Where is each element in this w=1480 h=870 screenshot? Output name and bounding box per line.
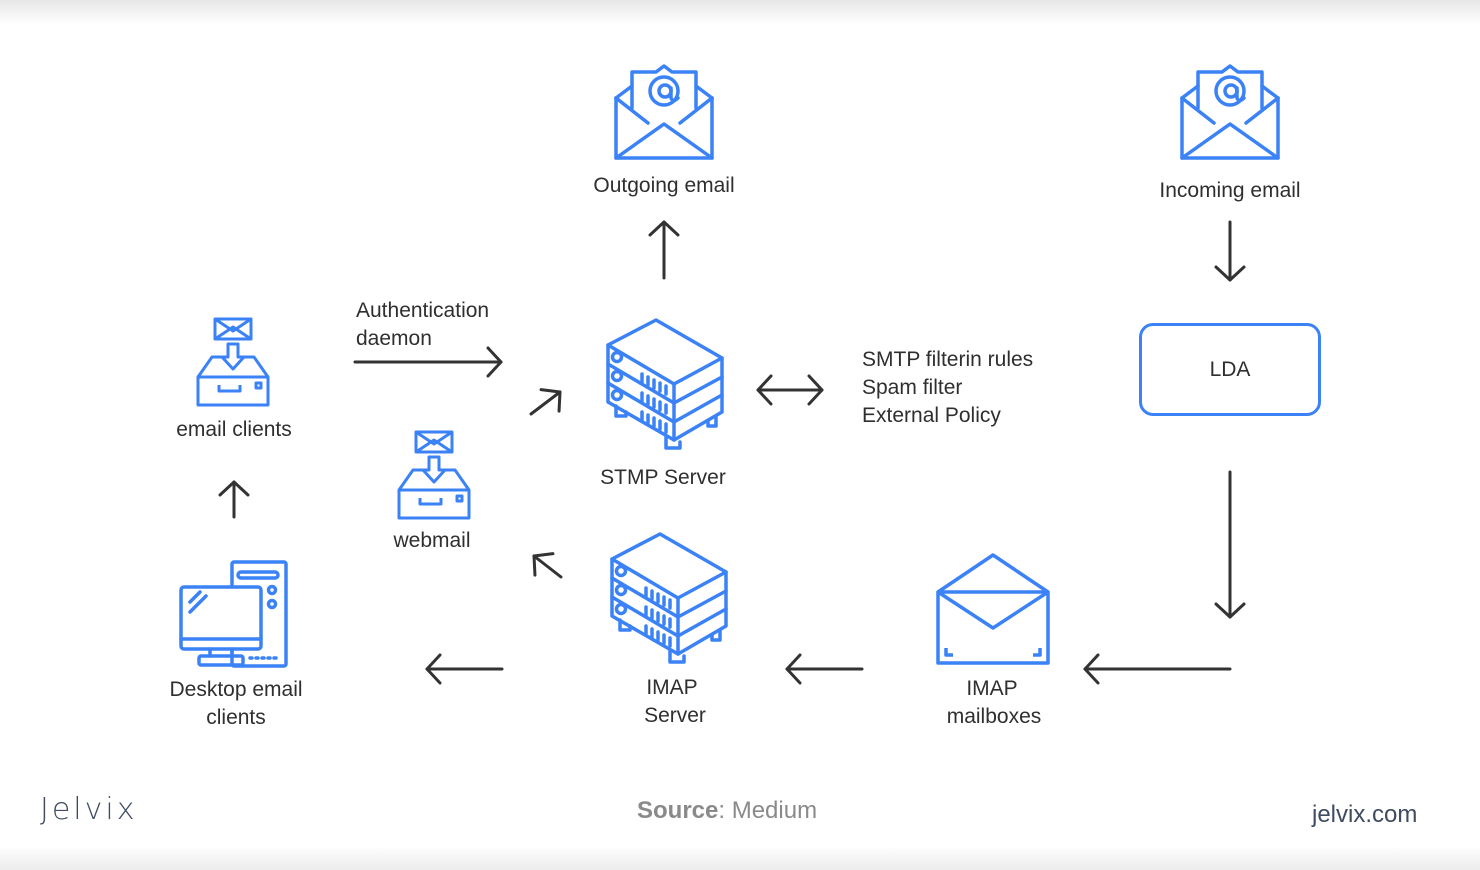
filter-line-2: Spam filter	[862, 376, 963, 399]
webmail-inbox-icon	[397, 430, 471, 520]
incoming-email-label: Incoming email	[1159, 179, 1301, 202]
desktop-computer-icon	[179, 560, 288, 668]
incoming-email-icon	[1180, 64, 1280, 160]
lda-box: LDA	[1139, 323, 1321, 416]
source-label: Source	[637, 797, 719, 824]
jelvix-logo: Jelvix	[40, 792, 138, 827]
auth-daemon-label-line1: Authentication	[356, 299, 490, 322]
filter-line-3: External Policy	[862, 404, 1001, 427]
desktop-clients-label-line2: clients	[206, 706, 266, 729]
email-clients-label: email clients	[176, 418, 292, 441]
imap-server-label-line2: Server	[644, 704, 706, 727]
imap-mailboxes-label-line1: IMAP	[966, 677, 1018, 700]
smtp-server-label: STMP Server	[600, 466, 726, 489]
imap-mailboxes-label-line2: mailboxes	[946, 705, 1042, 728]
imap-mailboxes-envelope-icon	[936, 553, 1050, 665]
auth-daemon-label-line2: daemon	[356, 327, 432, 350]
imap-server-label-line1: IMAP	[646, 676, 698, 699]
top-shadow	[0, 0, 1480, 24]
arrow-imap-to-webmail	[532, 554, 563, 579]
desktop-clients-label-line1: Desktop email	[169, 678, 303, 701]
arrow-webmail-to-smtp	[529, 390, 562, 416]
smtp-server-icon	[606, 318, 724, 450]
lda-label: LDA	[1209, 357, 1251, 381]
outgoing-email-label: Outgoing email	[593, 174, 735, 197]
source-credit: Source: Medium	[637, 797, 817, 825]
bottom-shadow	[0, 846, 1480, 870]
source-value: : Medium	[718, 797, 818, 824]
outgoing-email-icon	[614, 64, 714, 160]
arrowheads	[218, 220, 1246, 685]
webmail-label: webmail	[393, 529, 471, 552]
email-clients-inbox-icon	[196, 317, 270, 407]
imap-server-icon	[610, 532, 728, 664]
site-url: jelvix.com	[1312, 801, 1418, 828]
filter-line-1: SMTP filterin rules	[862, 348, 1034, 371]
